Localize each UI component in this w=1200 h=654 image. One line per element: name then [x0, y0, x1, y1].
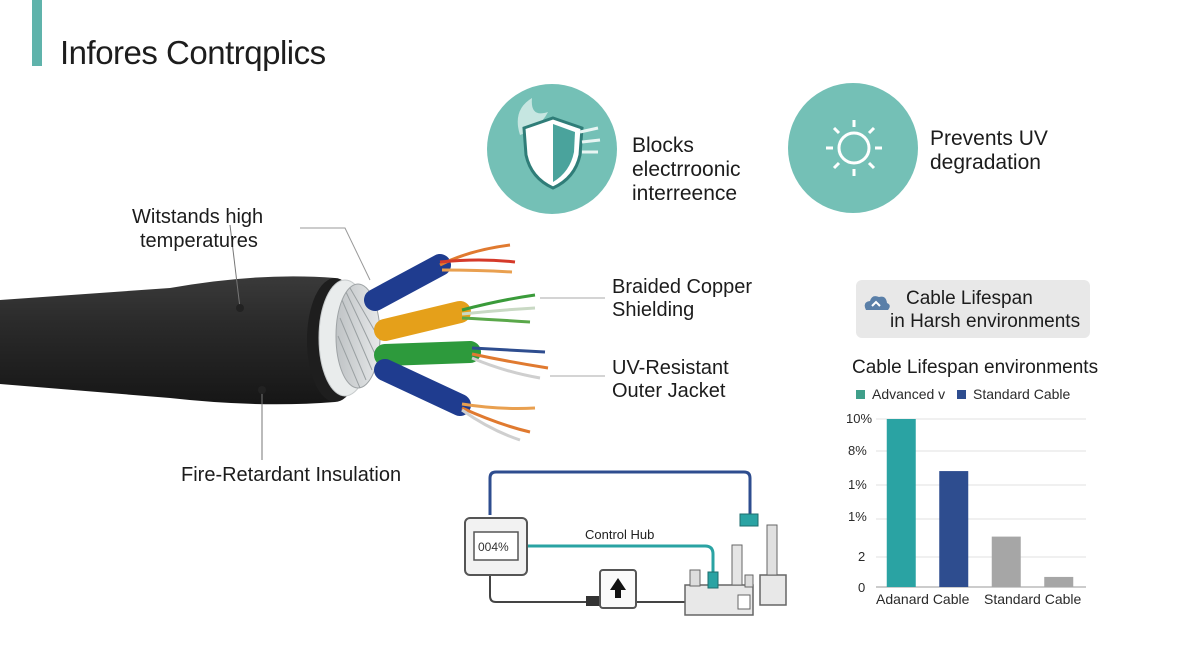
- lifespan-subtitle: in Harsh environments: [890, 311, 1081, 332]
- control-hub-diagram: [464, 470, 787, 616]
- feature-emi-line1: Blocks: [632, 134, 694, 157]
- legend-label-advanced: Advanced v: [872, 386, 946, 402]
- page-title: Infores Contrqplics: [60, 34, 326, 71]
- callout-jacket-line2: Outer Jacket: [612, 380, 726, 402]
- y-tick-label: 10%: [846, 411, 873, 426]
- chart-bar: [1044, 576, 1074, 587]
- callout-jacket-line1: UV-Resistant: [612, 357, 729, 379]
- feature-uv-line1: Prevents UV: [930, 127, 1048, 150]
- wire-blue-top: [364, 243, 516, 311]
- sun-icon: [826, 120, 882, 176]
- wire-yellow: [374, 293, 536, 341]
- outer-jacket: [0, 276, 335, 405]
- callout-temperature-line1: Witstands high: [132, 206, 264, 228]
- feature-emi-line3: interreence: [632, 182, 738, 205]
- cloud-icon: [864, 296, 890, 310]
- callout-temperature-line2: temperatures: [140, 230, 258, 252]
- legend-swatch-advanced: [856, 390, 865, 399]
- chart-bar: [991, 536, 1021, 587]
- control-hub-label: Control Hub: [585, 527, 655, 542]
- callout-shielding-line2: Shielding: [612, 299, 695, 321]
- legend-swatch-standard: [957, 390, 966, 399]
- y-tick-label: 1%: [848, 509, 867, 524]
- shield-flame-icon: [517, 98, 601, 190]
- feature-emi-line2: electrroonic: [632, 158, 741, 181]
- chart-bar: [886, 419, 916, 587]
- callout-dot-insulation: [258, 386, 266, 394]
- wire-blue-bottom: [374, 359, 536, 442]
- callout-line-temperature: [229, 224, 241, 309]
- callout-shielding-line1: Braided Copper: [612, 276, 753, 298]
- lifespan-box: [856, 280, 1090, 338]
- chart-bar: [939, 471, 969, 587]
- y-tick-label: 0: [858, 580, 866, 595]
- callout-insulation: Fire-Retardant Insulation: [181, 464, 402, 486]
- legend-label-standard: Standard Cable: [973, 386, 1071, 402]
- wire-green: [374, 341, 549, 380]
- y-tick-label: 2: [858, 549, 866, 564]
- x-category-label: Standard Cable: [984, 591, 1082, 607]
- chart-title: Cable Lifespan environments: [852, 357, 1099, 378]
- chart-bars: [886, 419, 1074, 587]
- x-category-label: Adanard Cable: [876, 591, 970, 607]
- lifespan-title: Cable Lifespan: [906, 288, 1033, 309]
- y-tick-label: 8%: [848, 443, 867, 458]
- y-tick-label: 1%: [848, 477, 867, 492]
- sensor-teal: [739, 513, 759, 527]
- title-accent-bar: [32, 0, 42, 66]
- callout-dot-temperature: [236, 304, 244, 312]
- meter-reading: 004%: [478, 540, 509, 554]
- feature-uv-line2: degradation: [930, 151, 1041, 174]
